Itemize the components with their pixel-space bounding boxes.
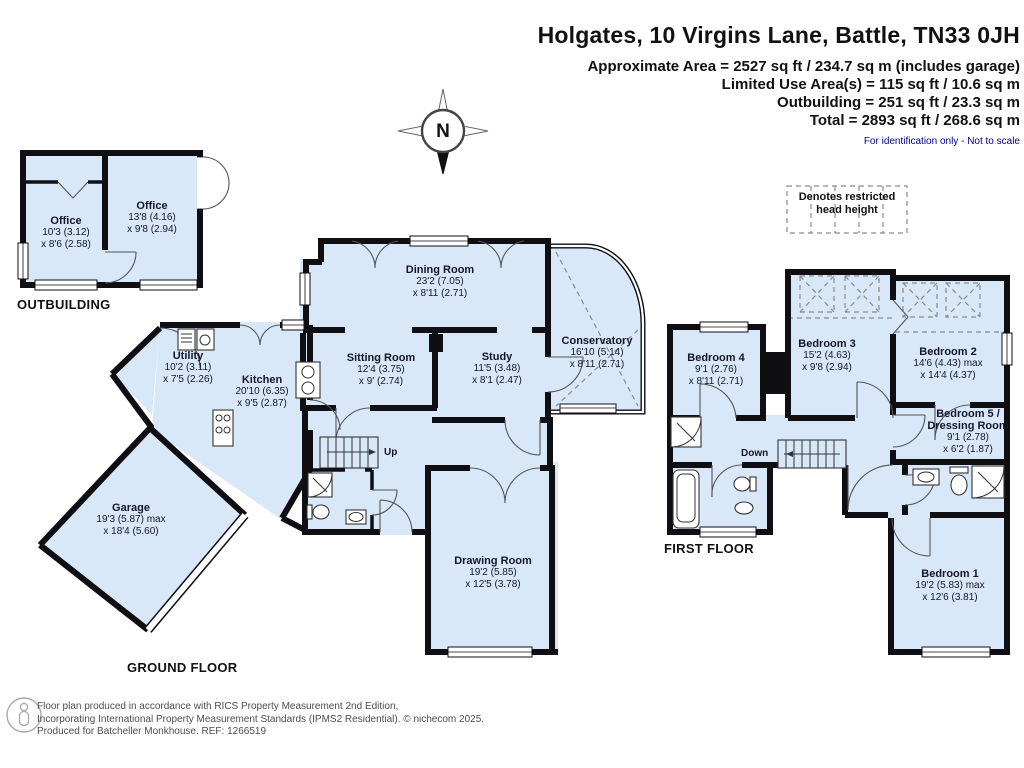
stairs-down [777,439,847,469]
room-label-bedroom-4: Bedroom 4 9'1 (2.76) x 8'11 (2.71) [687,352,745,387]
legend-label: Denotes restricted head height [798,191,896,216]
room-label-study: Study 11'5 (3.48) x 8'1 (2.47) [472,351,522,386]
approximate-area: Approximate Area = 2527 sq ft / 234.7 sq… [587,58,1020,75]
outbuilding-title: OUTBUILDING [17,297,111,312]
outbuilding-plan [17,150,230,291]
person-icon [6,697,42,733]
room-label-dining-room: Dining Room 23'2 (7.05) x 8'11 (2.71) [405,264,475,299]
footer-line-3: Produced for Batcheller Monkhouse. REF: … [37,726,267,737]
room-label-kitchen: Kitchen 20'10 (6.35) x 9'5 (2.87) [235,374,289,409]
room-label-drawing-room: Drawing Room 19'2 (5.85) x 12'5 (3.78) [454,555,532,590]
legend-restricted-head-height [786,185,908,234]
compass-icon [397,88,489,175]
first-floor-title: FIRST FLOOR [664,541,754,556]
ground-floor-doors [159,240,584,533]
utility-fixtures [177,328,215,351]
first-floor-plan [667,269,1013,658]
garage-door [144,512,249,633]
restricted-head-height-areas [788,275,1005,333]
ensuite-fixtures [912,465,1005,499]
room-label-bedroom-3: Bedroom 3 15'2 (4.63) x 9'8 (2.94) [798,338,856,373]
room-label-office-2: Office 13'8 (4.16) x 9'8 (2.94) [127,200,177,235]
room-label-sitting-room: Sitting Room 12'4 (3.75) x 9' (2.74) [346,352,416,387]
bathroom-fixtures [670,416,757,529]
ground-floor-plan [37,235,646,658]
first-floor-windows [699,321,1013,658]
footer-line-1: Floor plan produced in accordance with R… [37,701,399,712]
room-label-conservatory: Conservatory 16'10 (5.14) x 8'11 (2.71) [561,335,633,370]
total-area: Total = 2893 sq ft / 268.6 sq m [809,112,1020,129]
ground-floor-title: GROUND FLOOR [127,660,238,675]
room-label-utility: Utility 10'2 (3.11) x 7'5 (2.26) [163,350,213,385]
room-label-office-1: Office 10'3 (3.12) x 8'6 (2.58) [41,215,91,250]
room-label-bedroom-5-dressing-room: Bedroom 5 / Dressing Room 9'1 (2.78) x 6… [927,408,1009,455]
footer: Floor plan produced in accordance with R… [37,701,484,739]
first-floor-doors [699,299,971,557]
room-label-bedroom-2: Bedroom 2 14'6 (4.43) max x 14'4 (4.37) [913,346,983,381]
header: Holgates, 10 Virgins Lane, Battle, TN33 … [538,22,1020,147]
ground-floor-shower-room [305,468,398,532]
ground-floor-windows [281,235,617,658]
conservatory-glazing [550,243,646,415]
page-title: Holgates, 10 Virgins Lane, Battle, TN33 … [537,22,1020,48]
stairs-up-label: Up [384,447,398,458]
outbuilding-area: Outbuilding = 251 sq ft / 23.3 sq m [777,94,1020,111]
stairs-up [319,436,379,469]
footer-line-2: Incorporating International Property Mea… [37,713,485,725]
compass-north-label: N [436,121,450,142]
limited-use-area: Limited Use Area(s) = 115 sq ft / 10.6 s… [721,76,1020,93]
stairs-down-label: Down [741,448,769,459]
room-label-garage: Garage 19'3 (5.87) max x 18'4 (5.60) [96,502,166,537]
room-label-bedroom-1: Bedroom 1 19'2 (5.83) max x 12'6 (3.81) [915,568,985,603]
identification-note: For identification only - Not to scale [863,136,1020,147]
kitchen-fixtures [212,361,321,447]
outbuilding-windows [17,242,198,291]
